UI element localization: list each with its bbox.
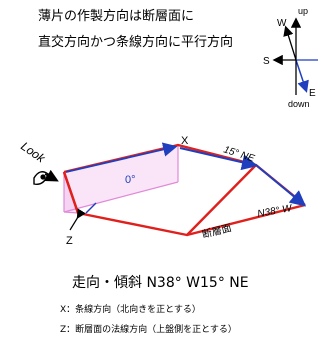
compass-east-arrow bbox=[295, 59, 309, 93]
compass-up-label: up bbox=[298, 6, 308, 16]
compass: up W S E down bbox=[263, 6, 318, 109]
heading-line-1: 薄片の作製方向は断層面に bbox=[38, 8, 194, 24]
x-axis-arrow bbox=[65, 142, 178, 173]
angle-label: 0° bbox=[125, 174, 136, 186]
thin-section-face bbox=[64, 145, 178, 212]
note-x: X：条線方向（北向きを正とする） bbox=[60, 303, 201, 315]
z-label: Z bbox=[66, 235, 73, 247]
compass-w-label: W bbox=[277, 18, 287, 29]
trend-arrow bbox=[179, 147, 258, 171]
compass-e-label: E bbox=[309, 88, 316, 99]
direction-arrows bbox=[65, 142, 307, 231]
compass-west-arrow bbox=[283, 25, 297, 61]
fault-plane-label: 断層面 bbox=[201, 221, 233, 241]
eye-pupil-icon bbox=[40, 174, 46, 180]
heading-line-2: 直交方向かつ条線方向に平行方向 bbox=[38, 34, 233, 50]
look-eye: Look bbox=[18, 139, 59, 185]
note-z: Z：断層面の法線方向（上盤側を正とする） bbox=[60, 323, 237, 335]
thin-section-outline bbox=[63, 145, 179, 214]
z-tick bbox=[85, 202, 97, 214]
strike-arrow bbox=[255, 164, 307, 207]
x-label: X bbox=[181, 135, 189, 147]
look-label: Look bbox=[18, 139, 48, 166]
compass-down-label: down bbox=[288, 99, 310, 109]
compass-s-label: S bbox=[263, 56, 270, 67]
strike-label: N38° W bbox=[257, 203, 294, 220]
z-pointer bbox=[69, 208, 86, 231]
look-arrow bbox=[44, 169, 59, 182]
caption: 走向・傾斜 N38° W15° NE bbox=[72, 275, 249, 291]
